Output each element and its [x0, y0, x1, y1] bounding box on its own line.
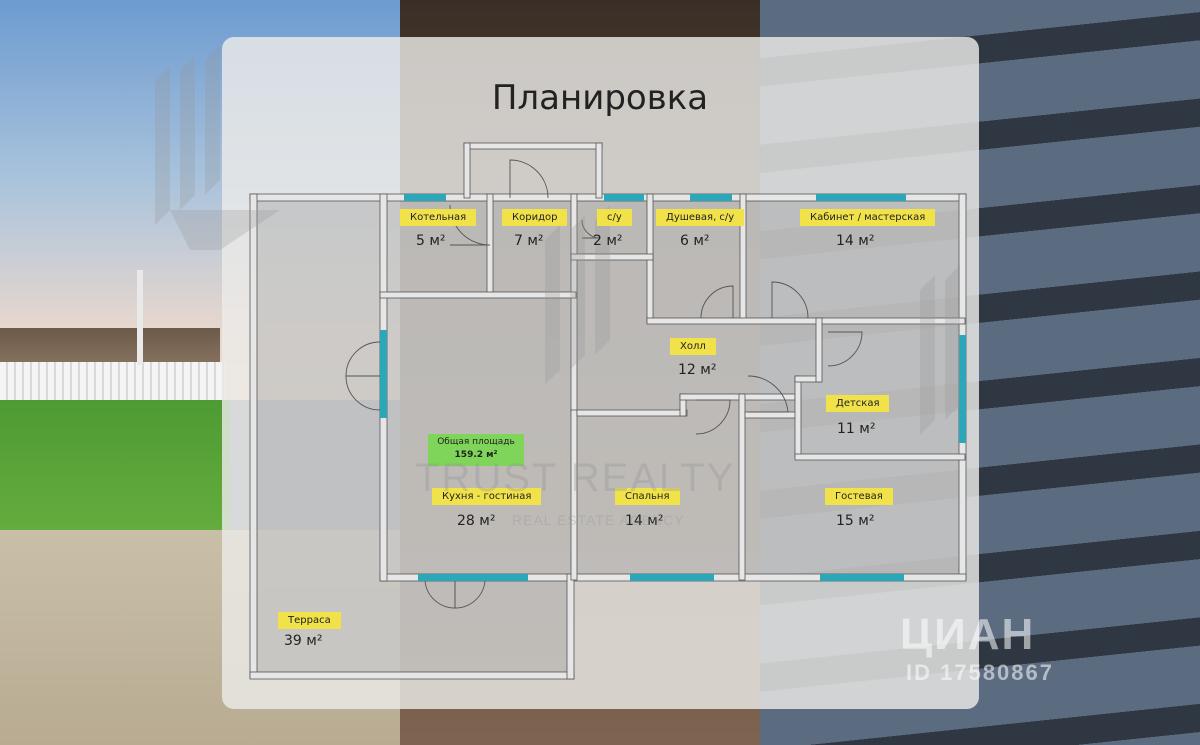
site-watermark: ЦИАН ID 17580867: [900, 610, 1054, 686]
utility-pole: [137, 270, 143, 365]
room-area-kids: 11 м²: [837, 421, 876, 437]
agency-watermark-sub: REAL ESTATE AGENCY: [512, 512, 685, 528]
room-area-guest: 15 м²: [836, 513, 875, 529]
total-area-value: 159.2 м²: [454, 450, 498, 460]
site-logo: ЦИАН: [900, 610, 1036, 659]
room-area-wc: 2 м²: [593, 233, 623, 249]
total-area-label: Общая площадь 159.2 м²: [428, 434, 524, 466]
total-area-caption: Общая площадь: [437, 437, 515, 447]
room-label-shower: Душевая, с/у: [656, 209, 745, 226]
room-label-kids: Детская: [826, 395, 890, 412]
room-label-hall: Холл: [670, 338, 716, 355]
grass: [0, 400, 230, 540]
room-area-kitchen: 28 м²: [457, 513, 496, 529]
room-area-office: 14 м²: [836, 233, 875, 249]
room-area-boiler: 5 м²: [416, 233, 446, 249]
room-label-boiler: Котельная: [400, 209, 477, 226]
room-label-wc: с/у: [597, 209, 632, 226]
room-label-kitchen: Кухня - гостиная: [432, 488, 542, 505]
room-label-bedroom: Спальня: [615, 488, 680, 505]
houses: [0, 328, 220, 368]
agency-watermark: TRUST REALTY: [415, 456, 736, 500]
listing-id: ID 17580867: [906, 660, 1054, 685]
room-label-office: Кабинет / мастерская: [800, 209, 936, 226]
room-area-shower: 6 м²: [680, 233, 710, 249]
room-area-hall: 12 м²: [678, 362, 717, 378]
room-area-bedroom: 14 м²: [625, 513, 664, 529]
room-label-terrace: Терраса: [278, 612, 341, 629]
room-area-corridor: 7 м²: [514, 233, 544, 249]
room-label-corridor: Коридор: [502, 209, 568, 226]
room-label-guest: Гостевая: [825, 488, 893, 505]
page-title: Планировка: [491, 78, 709, 118]
room-area-terrace: 39 м²: [284, 633, 323, 649]
